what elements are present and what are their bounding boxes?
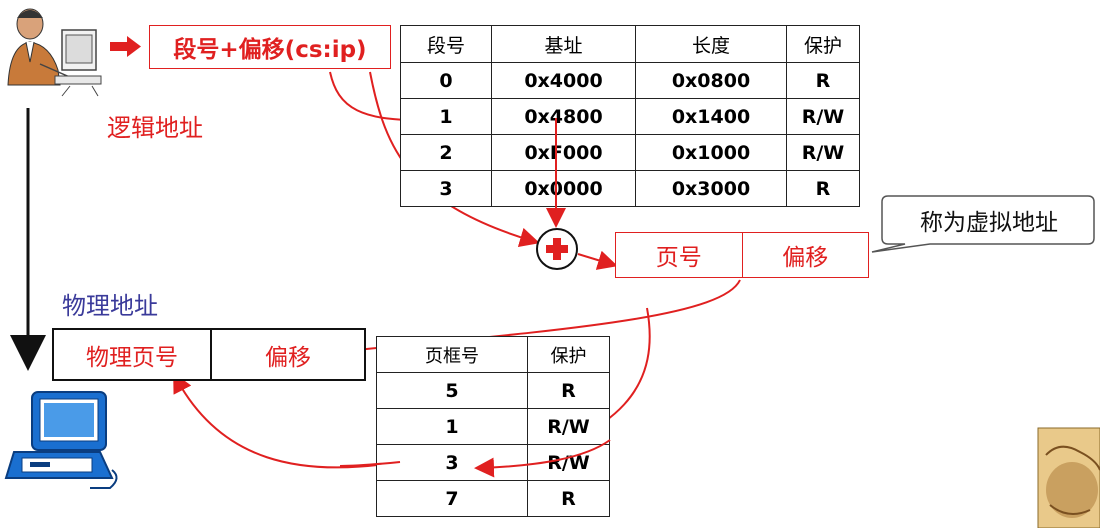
virtual-address-callout-bubble <box>871 195 1095 253</box>
table-cell: 3 <box>400 170 492 207</box>
table-cell: 0x4800 <box>491 98 636 135</box>
logical-address-label: 段号+偏移(cs:ip) <box>173 37 367 63</box>
table-cell: R/W <box>527 444 610 481</box>
segment-table-header-cell: 段号 <box>400 25 492 63</box>
physical-address-box: 物理页号 偏移 <box>52 328 366 381</box>
page-table-header-cell: 页框号 <box>376 336 528 373</box>
virtual-address-box: 页号 偏移 <box>615 232 869 278</box>
table-row: 1 0x4800 0x1400 R/W <box>400 98 860 135</box>
table-cell: 0x0000 <box>491 170 636 207</box>
table-cell: 0x1000 <box>635 134 787 171</box>
segment-table-header-cell: 基址 <box>491 25 636 63</box>
table-row: 7 R <box>376 480 610 517</box>
segment-table-header-cell: 保护 <box>786 25 860 63</box>
table-cell: R/W <box>527 408 610 445</box>
segment-table-header: 段号 基址 长度 保护 <box>400 25 860 63</box>
table-row: 2 0xF000 0x1000 R/W <box>400 134 860 171</box>
table-cell: R <box>527 372 610 409</box>
table-row: 5 R <box>376 372 610 409</box>
physical-address-caption: 物理地址 <box>62 292 158 320</box>
page-table-header: 页框号 保护 <box>376 336 610 373</box>
table-row: 3 0x0000 0x3000 R <box>400 170 860 207</box>
table-cell: 5 <box>376 372 528 409</box>
plus-circle-icon <box>536 228 578 270</box>
table-cell: 0xF000 <box>491 134 636 171</box>
computer-icon <box>4 391 118 489</box>
physical-frame-number: 物理页号 <box>54 330 212 379</box>
table-cell: R <box>786 170 860 207</box>
book-cover-icon <box>1037 427 1100 528</box>
virtual-offset: 偏移 <box>782 245 829 271</box>
table-cell: 7 <box>376 480 528 517</box>
table-cell: 1 <box>376 408 528 445</box>
table-row: 0 0x4000 0x0800 R <box>400 62 860 99</box>
table-cell: 3 <box>376 444 528 481</box>
table-cell: 1 <box>400 98 492 135</box>
table-cell: 0x3000 <box>635 170 787 207</box>
page-table-header-cell: 保护 <box>527 336 610 373</box>
page-table: 页框号 保护 5 R 1 R/W 3 R/W 7 R <box>376 336 610 517</box>
person-at-computer-icon <box>7 8 102 97</box>
table-cell: R/W <box>786 134 860 171</box>
table-cell: R/W <box>786 98 860 135</box>
table-cell: 0x0800 <box>635 62 787 99</box>
logical-address-box: 段号+偏移(cs:ip) <box>149 25 391 69</box>
logical-address-caption: 逻辑地址 <box>107 114 203 142</box>
right-arrow-icon <box>110 36 141 57</box>
table-cell: 0x1400 <box>635 98 787 135</box>
table-cell: 0 <box>400 62 492 99</box>
virtual-page-number: 页号 <box>616 233 743 277</box>
physical-offset: 偏移 <box>265 344 311 371</box>
table-row: 1 R/W <box>376 408 610 445</box>
table-cell: R <box>527 480 610 517</box>
table-cell: R <box>786 62 860 99</box>
table-row: 3 R/W <box>376 444 610 481</box>
frame-to-physical-arrow <box>173 372 401 469</box>
table-cell: 2 <box>400 134 492 171</box>
adder-to-virtual-arrow <box>577 250 618 270</box>
table-cell: 0x4000 <box>491 62 636 99</box>
virtual-address-callout: 称为虚拟地址 <box>920 210 1058 236</box>
segment-table-header-cell: 长度 <box>635 25 787 63</box>
segment-table: 段号 基址 长度 保护 0 0x4000 0x0800 R 1 0x4800 0… <box>400 25 860 207</box>
